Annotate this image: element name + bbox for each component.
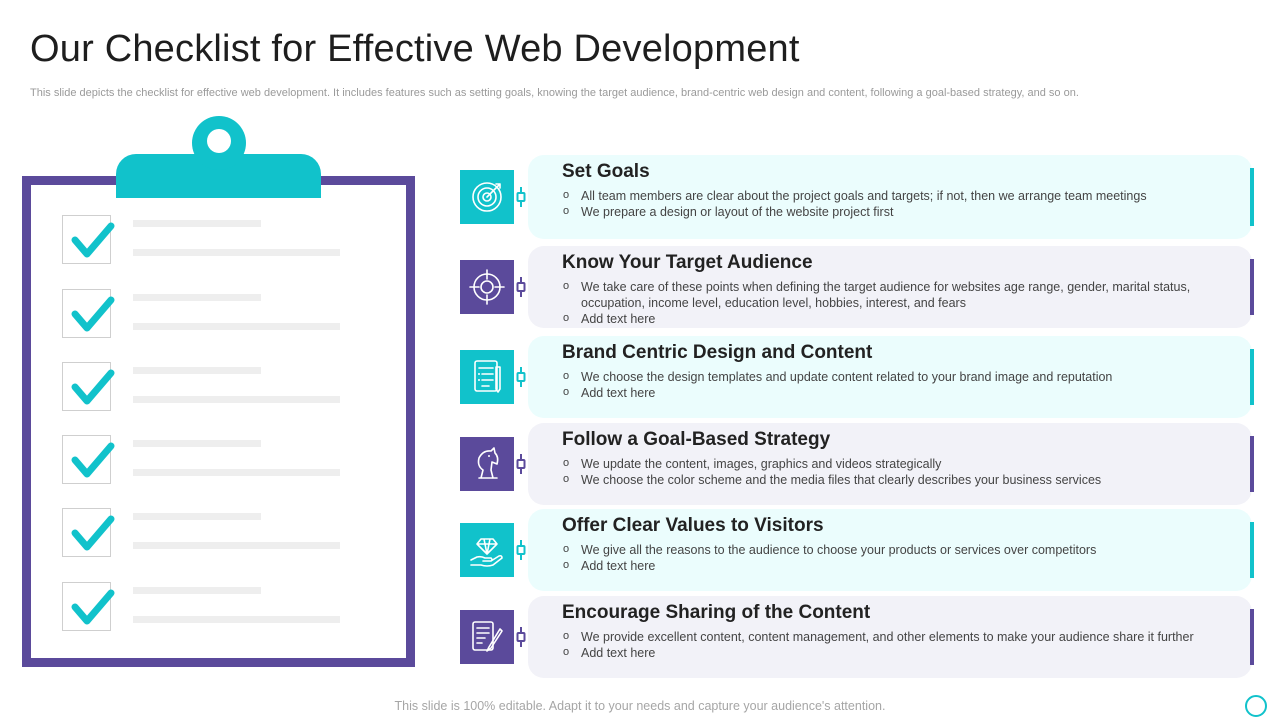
clipboard-clip-ring <box>192 116 246 170</box>
item-title: Offer Clear Values to Visitors <box>562 515 824 536</box>
icon-tile <box>460 437 514 491</box>
connector-icon <box>516 454 526 474</box>
placeholder-line <box>133 469 340 476</box>
placeholder-line <box>133 396 340 403</box>
icon-tile <box>460 260 514 314</box>
checkbox <box>62 582 115 631</box>
icon-tile <box>460 170 514 224</box>
card-accent-bar <box>1250 522 1254 578</box>
checklist-item: Brand Centric Design and Content We choos… <box>460 336 1255 418</box>
card-accent-bar <box>1250 349 1254 405</box>
placeholder-line <box>133 587 261 594</box>
placeholder-line <box>133 440 261 447</box>
item-bullets: All team members are clear about the pro… <box>563 187 1243 220</box>
bullet-point: We provide excellent content, content ma… <box>563 628 1243 645</box>
checkmark-icon <box>71 589 115 625</box>
content-document-icon <box>474 360 501 393</box>
checklist-item: Offer Clear Values to Visitors We give al… <box>460 509 1255 591</box>
item-bullets: We choose the design templates and updat… <box>563 368 1243 401</box>
connector-icon <box>516 540 526 560</box>
checkmark-icon <box>71 515 115 551</box>
placeholder-line <box>133 616 340 623</box>
item-card: Set GoalsAll team members are clear abou… <box>528 155 1254 239</box>
placeholder-line <box>133 323 340 330</box>
bullet-point: We give all the reasons to the audience … <box>563 541 1243 558</box>
checkmark-icon <box>71 222 115 258</box>
card-accent-bar <box>1250 168 1254 226</box>
item-card: Know Your Target Audience We take care of… <box>528 246 1254 328</box>
item-card: Follow a Goal-Based Strategy We update th… <box>528 423 1254 505</box>
bullet-point: Add text here <box>563 557 1243 574</box>
checklist-item: Set GoalsAll team members are clear abou… <box>460 155 1255 239</box>
diamond-hand-icon <box>470 538 503 567</box>
checkmark-icon <box>71 296 115 332</box>
checkmark-icon <box>71 369 115 405</box>
checklist-item: Know Your Target Audience We take care of… <box>460 246 1255 328</box>
item-title: Set Goals <box>562 161 650 182</box>
icon-tile <box>460 350 514 404</box>
item-bullets: We take care of these points when defini… <box>563 278 1243 327</box>
card-accent-bar <box>1250 436 1254 492</box>
bullet-point: We take care of these points when defini… <box>563 278 1243 311</box>
page-subtitle: This slide depicts the checklist for eff… <box>30 87 1079 99</box>
page-title: Our Checklist for Effective Web Developm… <box>30 28 800 70</box>
card-accent-bar <box>1250 609 1254 665</box>
bullet-point: Add text here <box>563 644 1243 661</box>
item-bullets: We provide excellent content, content ma… <box>563 628 1243 661</box>
checklist-item: Follow a Goal-Based Strategy We update th… <box>460 423 1255 505</box>
item-title: Brand Centric Design and Content <box>562 342 873 363</box>
bullet-point: We choose the color scheme and the media… <box>563 471 1243 488</box>
placeholder-line <box>133 294 261 301</box>
checkbox <box>62 289 115 338</box>
item-title: Follow a Goal-Based Strategy <box>562 429 831 450</box>
bullet-point: Add text here <box>563 384 1243 401</box>
checklist-item: Encourage Sharing of the Content We provi… <box>460 596 1255 678</box>
footer-note: This slide is 100% editable. Adapt it to… <box>394 699 886 713</box>
checkbox <box>62 362 115 411</box>
item-card: Offer Clear Values to Visitors We give al… <box>528 509 1254 591</box>
placeholder-line <box>133 249 340 256</box>
placeholder-line <box>133 367 261 374</box>
item-card: Brand Centric Design and Content We choos… <box>528 336 1254 418</box>
card-accent-bar <box>1250 259 1254 315</box>
item-bullets: We update the content, images, graphics … <box>563 455 1243 488</box>
connector-icon <box>516 367 526 387</box>
icon-tile <box>460 610 514 664</box>
item-title: Encourage Sharing of the Content <box>562 602 871 623</box>
target-icon <box>472 182 502 212</box>
bullet-point: We prepare a design or layout of the web… <box>563 203 1243 220</box>
document-pen-icon <box>472 621 503 652</box>
bullet-point: All team members are clear about the pro… <box>563 187 1243 204</box>
corner-circle-icon <box>1245 695 1267 717</box>
connector-icon <box>516 187 526 207</box>
bullet-point: We update the content, images, graphics … <box>563 455 1243 472</box>
checkbox <box>62 435 115 484</box>
placeholder-line <box>133 513 261 520</box>
connector-icon <box>516 627 526 647</box>
item-title: Know Your Target Audience <box>562 252 813 273</box>
icon-tile <box>460 523 514 577</box>
checkbox <box>62 215 115 264</box>
chess-knight-icon <box>477 447 499 479</box>
placeholder-line <box>133 220 261 227</box>
bullet-point: Add text here <box>563 310 1243 327</box>
placeholder-line <box>133 542 340 549</box>
checkbox <box>62 508 115 557</box>
checkmark-icon <box>71 442 115 478</box>
crosshair-icon <box>469 269 505 305</box>
connector-icon <box>516 277 526 297</box>
bullet-point: We choose the design templates and updat… <box>563 368 1243 385</box>
item-bullets: We give all the reasons to the audience … <box>563 541 1243 574</box>
item-card: Encourage Sharing of the Content We provi… <box>528 596 1254 678</box>
